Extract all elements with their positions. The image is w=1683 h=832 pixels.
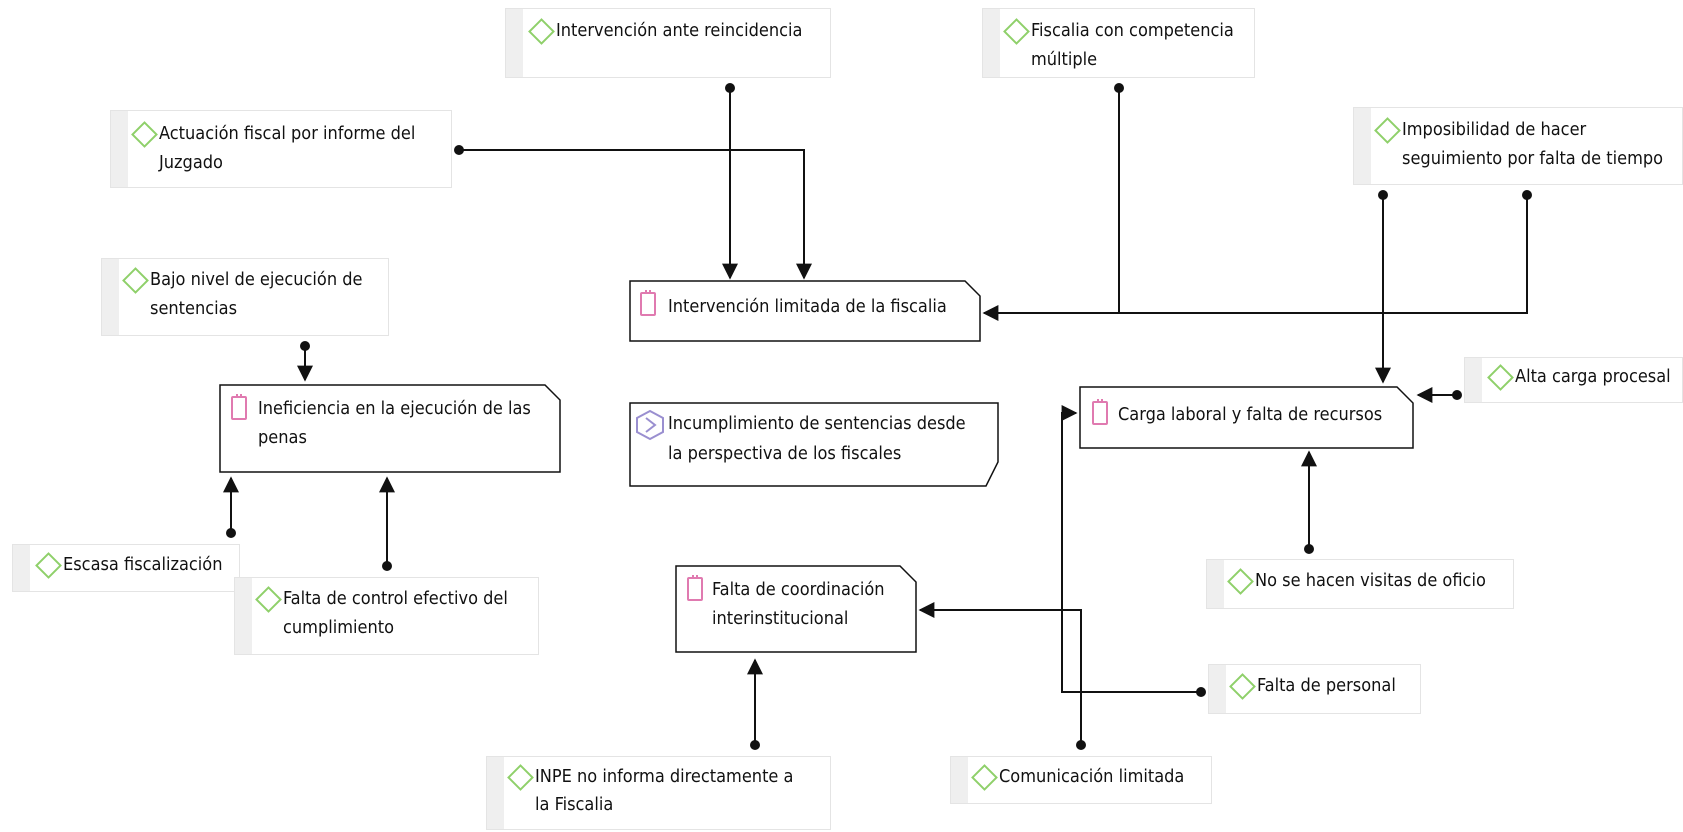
code-box-visitas[interactable]: No se hacen visitas de oficio	[1206, 559, 1514, 609]
code-label: Falta de personal	[1257, 675, 1396, 696]
code-label: Intervención ante reincidencia	[556, 20, 803, 41]
code-stripe	[102, 259, 119, 335]
code-box-competencia[interactable]: Fiscalia con competencia múltiple	[982, 8, 1255, 78]
code-stripe	[983, 9, 1000, 77]
code-label: INPE no informa directamente a	[535, 766, 794, 787]
code-box-comunicacion[interactable]: Comunicación limitada	[950, 756, 1212, 804]
code-stripe	[506, 9, 523, 77]
code-icon	[122, 267, 149, 294]
code-box-alta-carga[interactable]: Alta carga procesal	[1464, 357, 1683, 403]
code-icon	[1003, 18, 1030, 45]
code-label: Imposibilidad de hacer	[1402, 119, 1587, 140]
code-stripe	[487, 757, 504, 829]
code-icon	[1227, 568, 1254, 595]
code-label: Actuación fiscal por informe del	[159, 123, 416, 144]
code-label: Falta de control efectivo del	[283, 588, 508, 609]
memo-icon	[640, 290, 656, 316]
code-box-inpe[interactable]: INPE no informa directamente a la Fiscal…	[486, 756, 831, 830]
edge-dot	[750, 740, 760, 750]
code-stripe	[1465, 358, 1482, 402]
edge-dot	[382, 561, 392, 571]
memo-icon	[1092, 399, 1108, 425]
edge-dot	[1452, 390, 1462, 400]
edge-dot	[1378, 190, 1388, 200]
code-box-personal[interactable]: Falta de personal	[1208, 664, 1421, 714]
code-stripe	[235, 578, 252, 654]
code-label: Juzgado	[159, 152, 223, 173]
edge-personal-to-carga	[1061, 405, 1201, 693]
edge-dot	[1304, 544, 1314, 554]
category-label-coordinacion-1: Falta de coordinación	[712, 579, 885, 600]
memo-icon	[687, 575, 703, 601]
edge-dot	[1196, 687, 1206, 697]
code-box-escasa[interactable]: Escasa fiscalización	[12, 544, 240, 592]
code-stripe	[951, 757, 968, 803]
code-box-imposibilidad[interactable]: Imposibilidad de hacer seguimiento por f…	[1353, 107, 1683, 185]
edge-dot	[725, 83, 735, 93]
category-box-carga[interactable]	[1079, 386, 1414, 449]
code-label: seguimiento por falta de tiempo	[1402, 148, 1664, 169]
edge-imposibilidad-to-intervencion	[1119, 195, 1528, 314]
code-stripe	[1207, 560, 1224, 608]
theme-title-line-2: la perspectiva de los fiscales	[668, 443, 902, 464]
theme-icon	[636, 409, 664, 441]
theme-box[interactable]	[629, 402, 999, 487]
code-icon	[528, 18, 555, 45]
edge-dot	[1076, 740, 1086, 750]
code-icon	[1374, 117, 1401, 144]
code-box-bajo-nivel[interactable]: Bajo nivel de ejecución de sentencias	[101, 258, 389, 336]
edge-dot	[1522, 190, 1532, 200]
code-label: Alta carga procesal	[1515, 366, 1671, 387]
code-stripe	[1209, 665, 1226, 713]
edge-dot	[226, 528, 236, 538]
category-label-ineficiencia-2: penas	[258, 427, 307, 448]
code-icon	[971, 764, 998, 791]
code-label: sentencias	[150, 298, 238, 319]
category-label-coordinacion-2: interinstitucional	[712, 608, 849, 629]
edge-comunicacion-to-coordinacion	[918, 602, 1082, 745]
category-label-ineficiencia-1: Ineficiencia en la ejecución de las	[258, 398, 531, 419]
code-stripe	[111, 111, 128, 187]
code-box-actuacion[interactable]: Actuación fiscal por informe del Juzgado	[110, 110, 452, 188]
code-label: múltiple	[1031, 49, 1098, 70]
code-label: la Fiscalia	[535, 794, 614, 815]
code-box-reincidencia[interactable]: Intervención ante reincidencia	[505, 8, 831, 78]
category-box-ineficiencia[interactable]	[219, 384, 561, 473]
code-label: No se hacen visitas de oficio	[1255, 570, 1486, 591]
code-stripe	[1354, 108, 1371, 184]
category-box-coordinacion[interactable]	[675, 565, 917, 653]
code-label: cumplimiento	[283, 617, 394, 638]
theme-title-line-1: Incumplimiento de sentencias desde	[668, 413, 966, 434]
code-label: Comunicación limitada	[999, 766, 1185, 787]
code-stripe	[13, 545, 30, 591]
edge-actuacion-to-intervencion	[459, 149, 812, 280]
code-icon	[255, 586, 282, 613]
edge-dot	[1114, 83, 1124, 93]
code-box-falta-control[interactable]: Falta de control efectivo del cumplimien…	[234, 577, 539, 655]
edge-competencia-to-intervencion	[982, 88, 1120, 321]
category-box-intervencion[interactable]	[629, 280, 981, 342]
edge-dot	[454, 145, 464, 155]
code-label: Bajo nivel de ejecución de	[150, 269, 363, 290]
code-label: Escasa fiscalización	[63, 554, 223, 575]
category-label-intervencion: Intervención limitada de la fiscalia	[668, 296, 947, 317]
memo-icon	[231, 394, 247, 420]
code-icon	[131, 121, 158, 148]
category-label-carga: Carga laboral y falta de recursos	[1118, 404, 1383, 425]
edge-dot	[300, 341, 310, 351]
code-icon	[35, 552, 62, 579]
code-label: Fiscalia con competencia	[1031, 20, 1234, 41]
code-icon	[1487, 364, 1514, 391]
code-icon	[507, 764, 534, 791]
code-icon	[1229, 673, 1256, 700]
